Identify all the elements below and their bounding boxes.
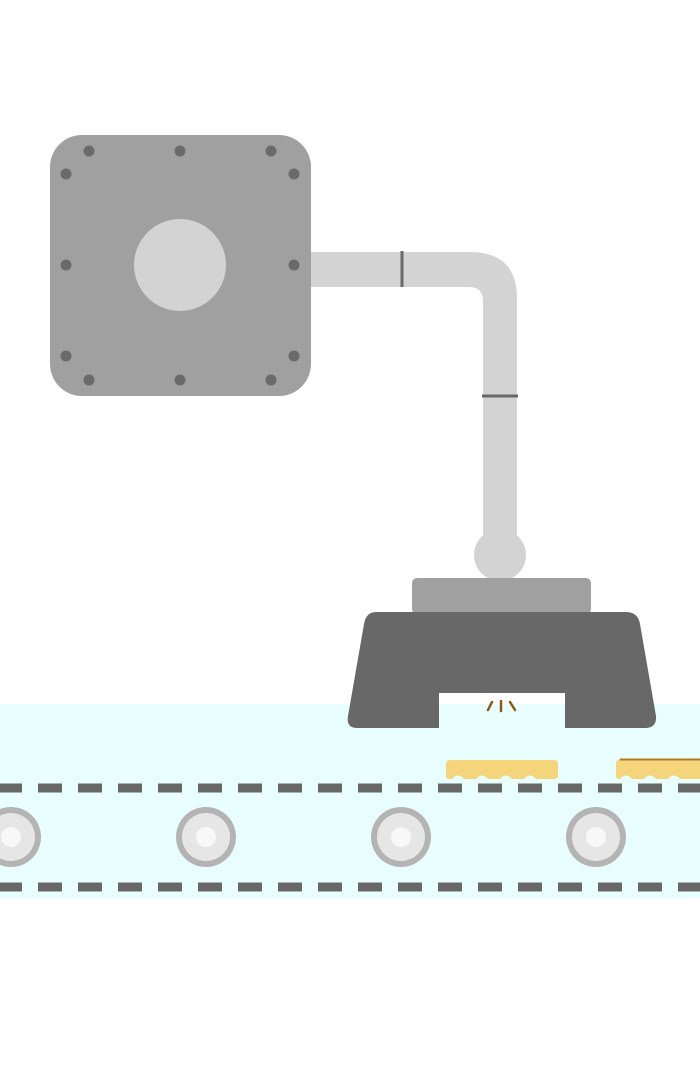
press-plate	[412, 578, 591, 614]
motor-hub	[134, 219, 226, 311]
crumbs-icon	[486, 699, 517, 713]
bolt-icon	[60, 145, 300, 386]
roller-icon	[176, 807, 236, 867]
arm-ball-joint	[474, 529, 526, 581]
roller-icon	[0, 807, 41, 867]
dough-strip-icon	[616, 758, 700, 779]
pipe-arm-icon	[311, 251, 526, 581]
roller-icon	[566, 807, 626, 867]
conveyor-background	[0, 704, 700, 898]
motor-housing-icon	[50, 135, 311, 396]
press-head-icon	[347, 612, 657, 728]
dough-strip-icon	[446, 760, 558, 779]
roller-icon	[371, 807, 431, 867]
